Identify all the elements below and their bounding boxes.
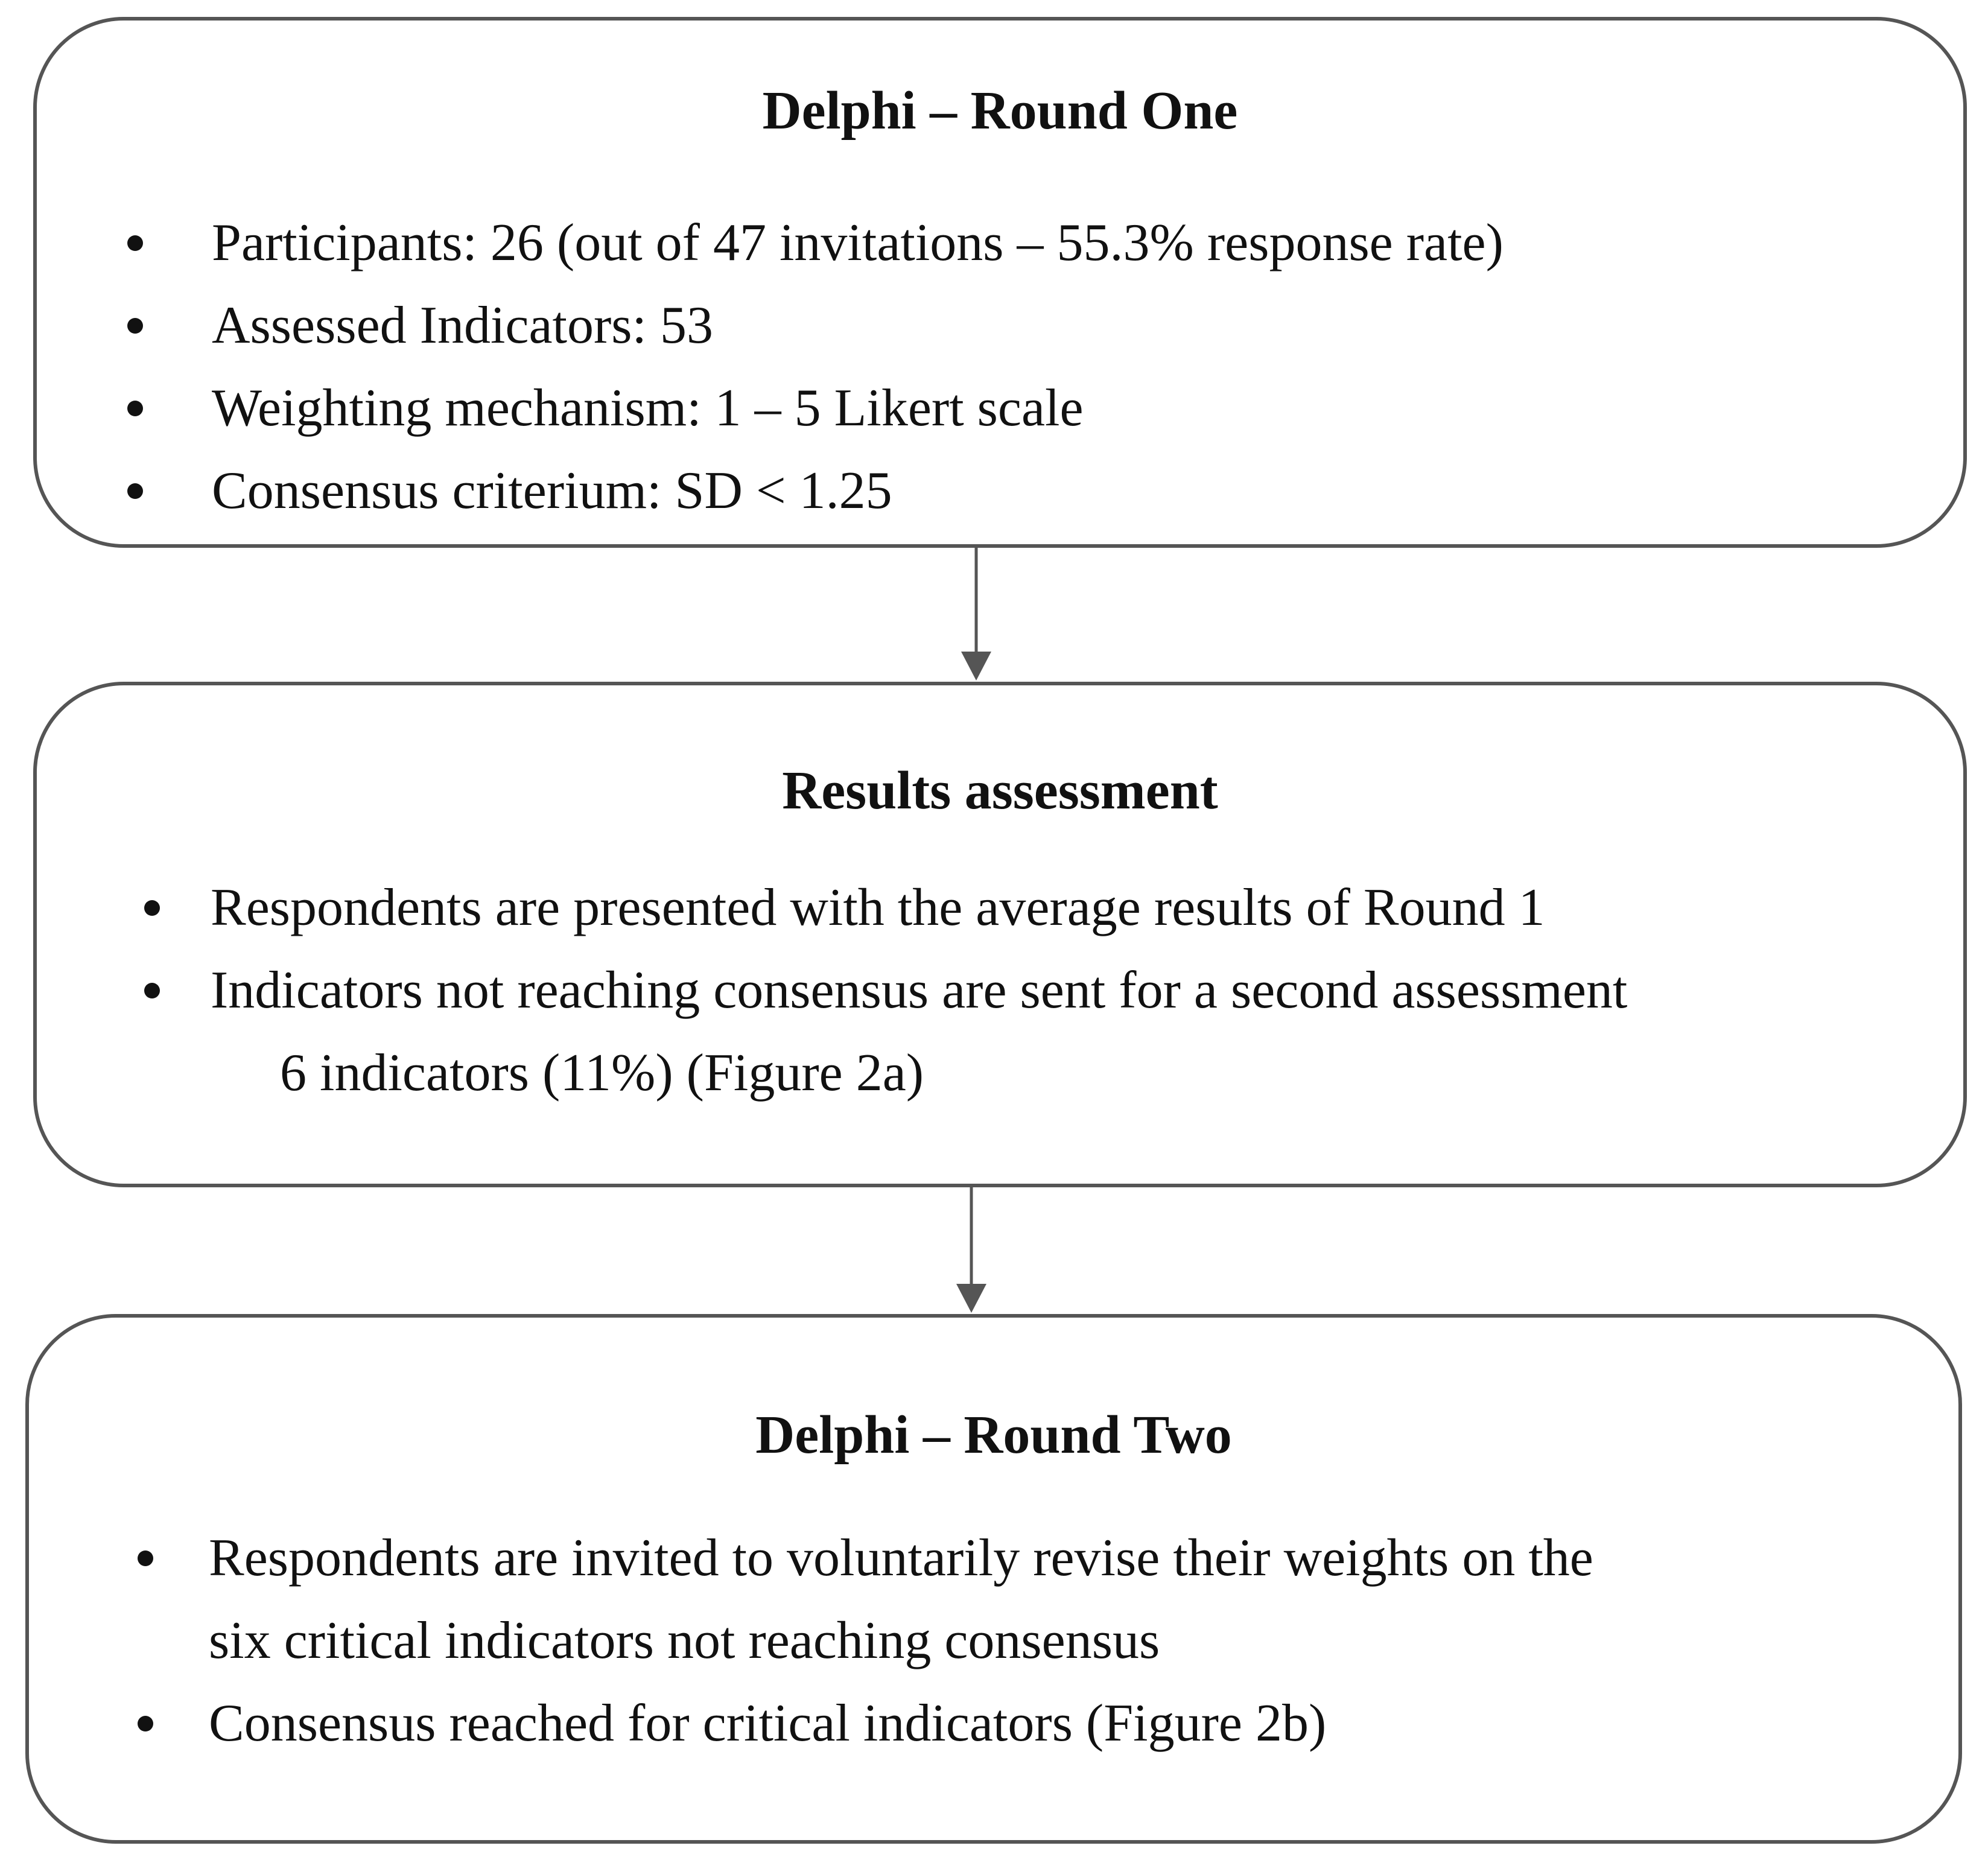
bullet-dot-icon [138,1716,153,1731]
arrow-down-icon [961,548,991,681]
round-one-bullet-weighting: Weighting mechanism: 1 – 5 Likert scale [127,367,1504,449]
arrow-down-icon [956,1187,986,1313]
round-one-bullet-participants: Participants: 26 (out of 47 invitations … [127,202,1504,284]
bullet-dot-icon [127,483,143,499]
bullet-dot-icon [138,1550,153,1566]
second-assessment-text: Indicators not reaching consensus are se… [211,961,1628,1020]
consensus-reached-text: Consensus reached for critical indicator… [209,1694,1327,1753]
round-two-bullet-revise-continued: six critical indicators not reaching con… [209,1599,1593,1682]
results-bullet-average: Respondents are presented with the avera… [144,866,1627,949]
assessed-indicators-text: Assessed Indicators: 53 [212,296,713,355]
weighting-mechanism-text: Weighting mechanism: 1 – 5 Likert scale [212,379,1084,437]
results-assessment-title: Results assessment [782,761,1218,820]
results-bullet-second-assessment: Indicators not reaching consensus are se… [144,949,1628,1032]
round-one-title: Delphi – Round One [762,81,1238,141]
round-two-bullet-consensus: Consensus reached for critical indicator… [138,1682,1593,1765]
round-two-box: Delphi – Round Two Respondents are invit… [25,1314,1962,1844]
average-results-text: Respondents are presented with the avera… [211,878,1545,937]
bullet-dot-icon [127,235,143,251]
consensus-criterium-text: Consensus criterium: SD < 1.25 [212,462,892,520]
round-one-bullet-list: Participants: 26 (out of 47 invitations … [127,202,1504,532]
revise-weights-text: Respondents are invited to voluntarily r… [209,1529,1593,1587]
results-assessment-box: Results assessment Respondents are prese… [33,682,1967,1187]
bullet-dot-icon [127,401,143,416]
participants-text: Participants: 26 (out of 47 invitations … [212,214,1504,272]
bullet-dot-icon [127,318,143,334]
round-two-bullet-revise: Respondents are invited to voluntarily r… [138,1517,1593,1599]
bullet-dot-icon [144,983,160,998]
round-one-bullet-consensus: Consensus criterium: SD < 1.25 [127,449,1504,532]
bullet-dot-icon [144,900,160,916]
round-two-title: Delphi – Round Two [755,1405,1232,1465]
revise-weights-continued-text: six critical indicators not reaching con… [209,1611,1160,1670]
round-two-bullet-list: Respondents are invited to voluntarily r… [138,1517,1593,1765]
six-indicators-text: 6 indicators (11%) (Figure 2a) [280,1044,924,1102]
round-one-box: Delphi – Round One Participants: 26 (out… [33,17,1967,548]
results-sub-line: 6 indicators (11%) (Figure 2a) [211,1032,1627,1114]
round-one-bullet-indicators: Assessed Indicators: 53 [127,284,1504,367]
results-assessment-bullet-list: Respondents are presented with the avera… [144,866,1628,1114]
